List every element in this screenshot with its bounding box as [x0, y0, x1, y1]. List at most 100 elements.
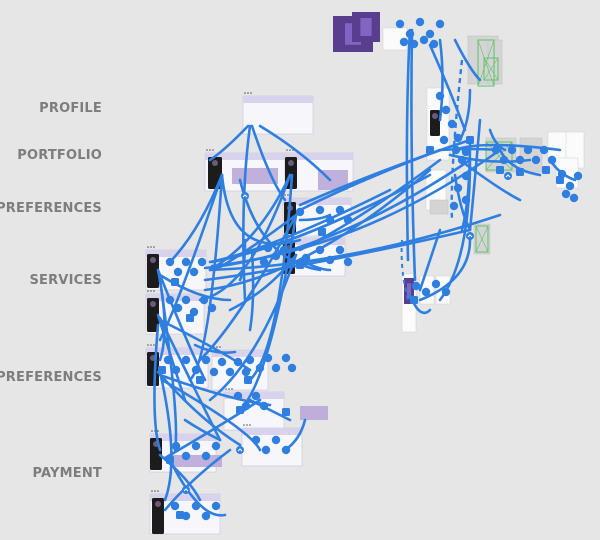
flow-connector[interactable]: [208, 213, 502, 272]
interaction-node[interactable]: [191, 501, 201, 511]
interaction-node[interactable]: [263, 243, 273, 253]
interaction-node[interactable]: [419, 35, 429, 45]
interaction-node[interactable]: [435, 19, 445, 29]
interaction-node[interactable]: [395, 19, 405, 29]
interaction-node[interactable]: [211, 441, 221, 451]
interaction-node[interactable]: [245, 355, 255, 365]
hotspot[interactable]: [171, 278, 179, 286]
interaction-node[interactable]: [335, 245, 345, 255]
screen-frame[interactable]: [147, 298, 159, 332]
interaction-node[interactable]: [209, 367, 219, 377]
interaction-node[interactable]: [207, 303, 217, 313]
interaction-node[interactable]: [217, 357, 227, 367]
interaction-node[interactable]: [287, 363, 297, 373]
hotspot[interactable]: [282, 408, 290, 416]
hotspot[interactable]: [166, 456, 174, 464]
flow-connector[interactable]: [488, 128, 507, 152]
interaction-node[interactable]: [569, 193, 579, 203]
flow-connector[interactable]: [158, 370, 173, 502]
screen-frame[interactable]: [404, 278, 414, 304]
flow-connector[interactable]: [163, 398, 262, 460]
connector-endpoint[interactable]: [241, 192, 249, 200]
interaction-node[interactable]: [251, 435, 261, 445]
flow-connector[interactable]: [158, 318, 252, 372]
prototype-frame[interactable]: [475, 225, 489, 253]
flow-connector[interactable]: [153, 323, 162, 452]
interaction-node[interactable]: [405, 29, 415, 39]
flow-connector[interactable]: [158, 278, 178, 452]
flow-connector[interactable]: [183, 418, 222, 442]
hotspot[interactable]: [410, 296, 418, 304]
flow-connector[interactable]: [156, 268, 207, 382]
prototype-frame[interactable]: [477, 39, 495, 87]
screen-frame[interactable]: [241, 424, 303, 467]
hotspot[interactable]: [296, 261, 304, 269]
flow-connector[interactable]: [208, 173, 292, 272]
flow-connector[interactable]: [208, 253, 298, 402]
flow-connector[interactable]: [248, 398, 292, 422]
flow-connector[interactable]: [160, 378, 262, 452]
interaction-node[interactable]: [439, 135, 449, 145]
flow-connector[interactable]: [238, 238, 247, 282]
hotspot[interactable]: [244, 376, 252, 384]
interaction-node[interactable]: [173, 267, 183, 277]
hotspot[interactable]: [236, 406, 244, 414]
flow-connector[interactable]: [298, 213, 332, 222]
interaction-node[interactable]: [261, 445, 271, 455]
interaction-node[interactable]: [429, 39, 439, 49]
interaction-node[interactable]: [191, 365, 201, 375]
interaction-node[interactable]: [539, 145, 549, 155]
interaction-node[interactable]: [271, 435, 281, 445]
screen-frame[interactable]: [429, 199, 449, 215]
flow-connector[interactable]: [468, 118, 482, 232]
interaction-node[interactable]: [453, 183, 463, 193]
interaction-node[interactable]: [441, 105, 451, 115]
interaction-node[interactable]: [421, 287, 431, 297]
hotspot[interactable]: [556, 176, 564, 184]
interaction-node[interactable]: [531, 155, 541, 165]
interaction-node[interactable]: [453, 133, 463, 143]
hotspot[interactable]: [176, 511, 184, 519]
flow-connector[interactable]: [453, 173, 472, 232]
interaction-node[interactable]: [315, 245, 325, 255]
flow-connector[interactable]: [158, 316, 222, 442]
screen-frame[interactable]: [430, 110, 440, 136]
hotspot[interactable]: [318, 228, 326, 236]
interaction-node[interactable]: [491, 145, 501, 155]
interaction-node[interactable]: [171, 441, 181, 451]
flow-connector[interactable]: [405, 28, 412, 262]
screen-frame[interactable]: [242, 92, 314, 135]
interaction-node[interactable]: [201, 511, 211, 521]
flow-connector[interactable]: [258, 124, 332, 182]
flow-connector[interactable]: [438, 38, 444, 122]
interaction-node[interactable]: [173, 303, 183, 313]
interaction-node[interactable]: [461, 147, 471, 157]
interaction-node[interactable]: [201, 451, 211, 461]
interaction-node[interactable]: [165, 295, 175, 305]
interaction-node[interactable]: [281, 353, 291, 363]
prototype-frame[interactable]: [483, 57, 499, 81]
hotspot[interactable]: [158, 366, 166, 374]
interaction-node[interactable]: [251, 391, 261, 401]
flow-connector[interactable]: [208, 124, 250, 162]
interaction-node[interactable]: [573, 171, 583, 181]
interaction-node[interactable]: [170, 501, 180, 511]
interaction-node[interactable]: [343, 215, 353, 225]
flow-connector[interactable]: [156, 313, 187, 402]
interaction-node[interactable]: [561, 189, 571, 199]
interaction-node[interactable]: [409, 39, 419, 49]
interaction-node[interactable]: [457, 155, 467, 165]
interaction-node[interactable]: [225, 367, 235, 377]
interaction-node[interactable]: [441, 287, 451, 297]
interaction-node[interactable]: [279, 245, 289, 255]
interaction-node[interactable]: [191, 441, 201, 451]
interaction-node[interactable]: [241, 367, 251, 377]
flow-connector[interactable]: [498, 148, 542, 177]
flow-connector[interactable]: [453, 38, 482, 82]
flow-connector[interactable]: [158, 273, 232, 302]
interaction-node[interactable]: [499, 155, 509, 165]
connector-endpoint[interactable]: [182, 486, 190, 494]
hotspot[interactable]: [196, 376, 204, 384]
hotspot[interactable]: [496, 166, 504, 174]
hotspot[interactable]: [516, 168, 524, 176]
